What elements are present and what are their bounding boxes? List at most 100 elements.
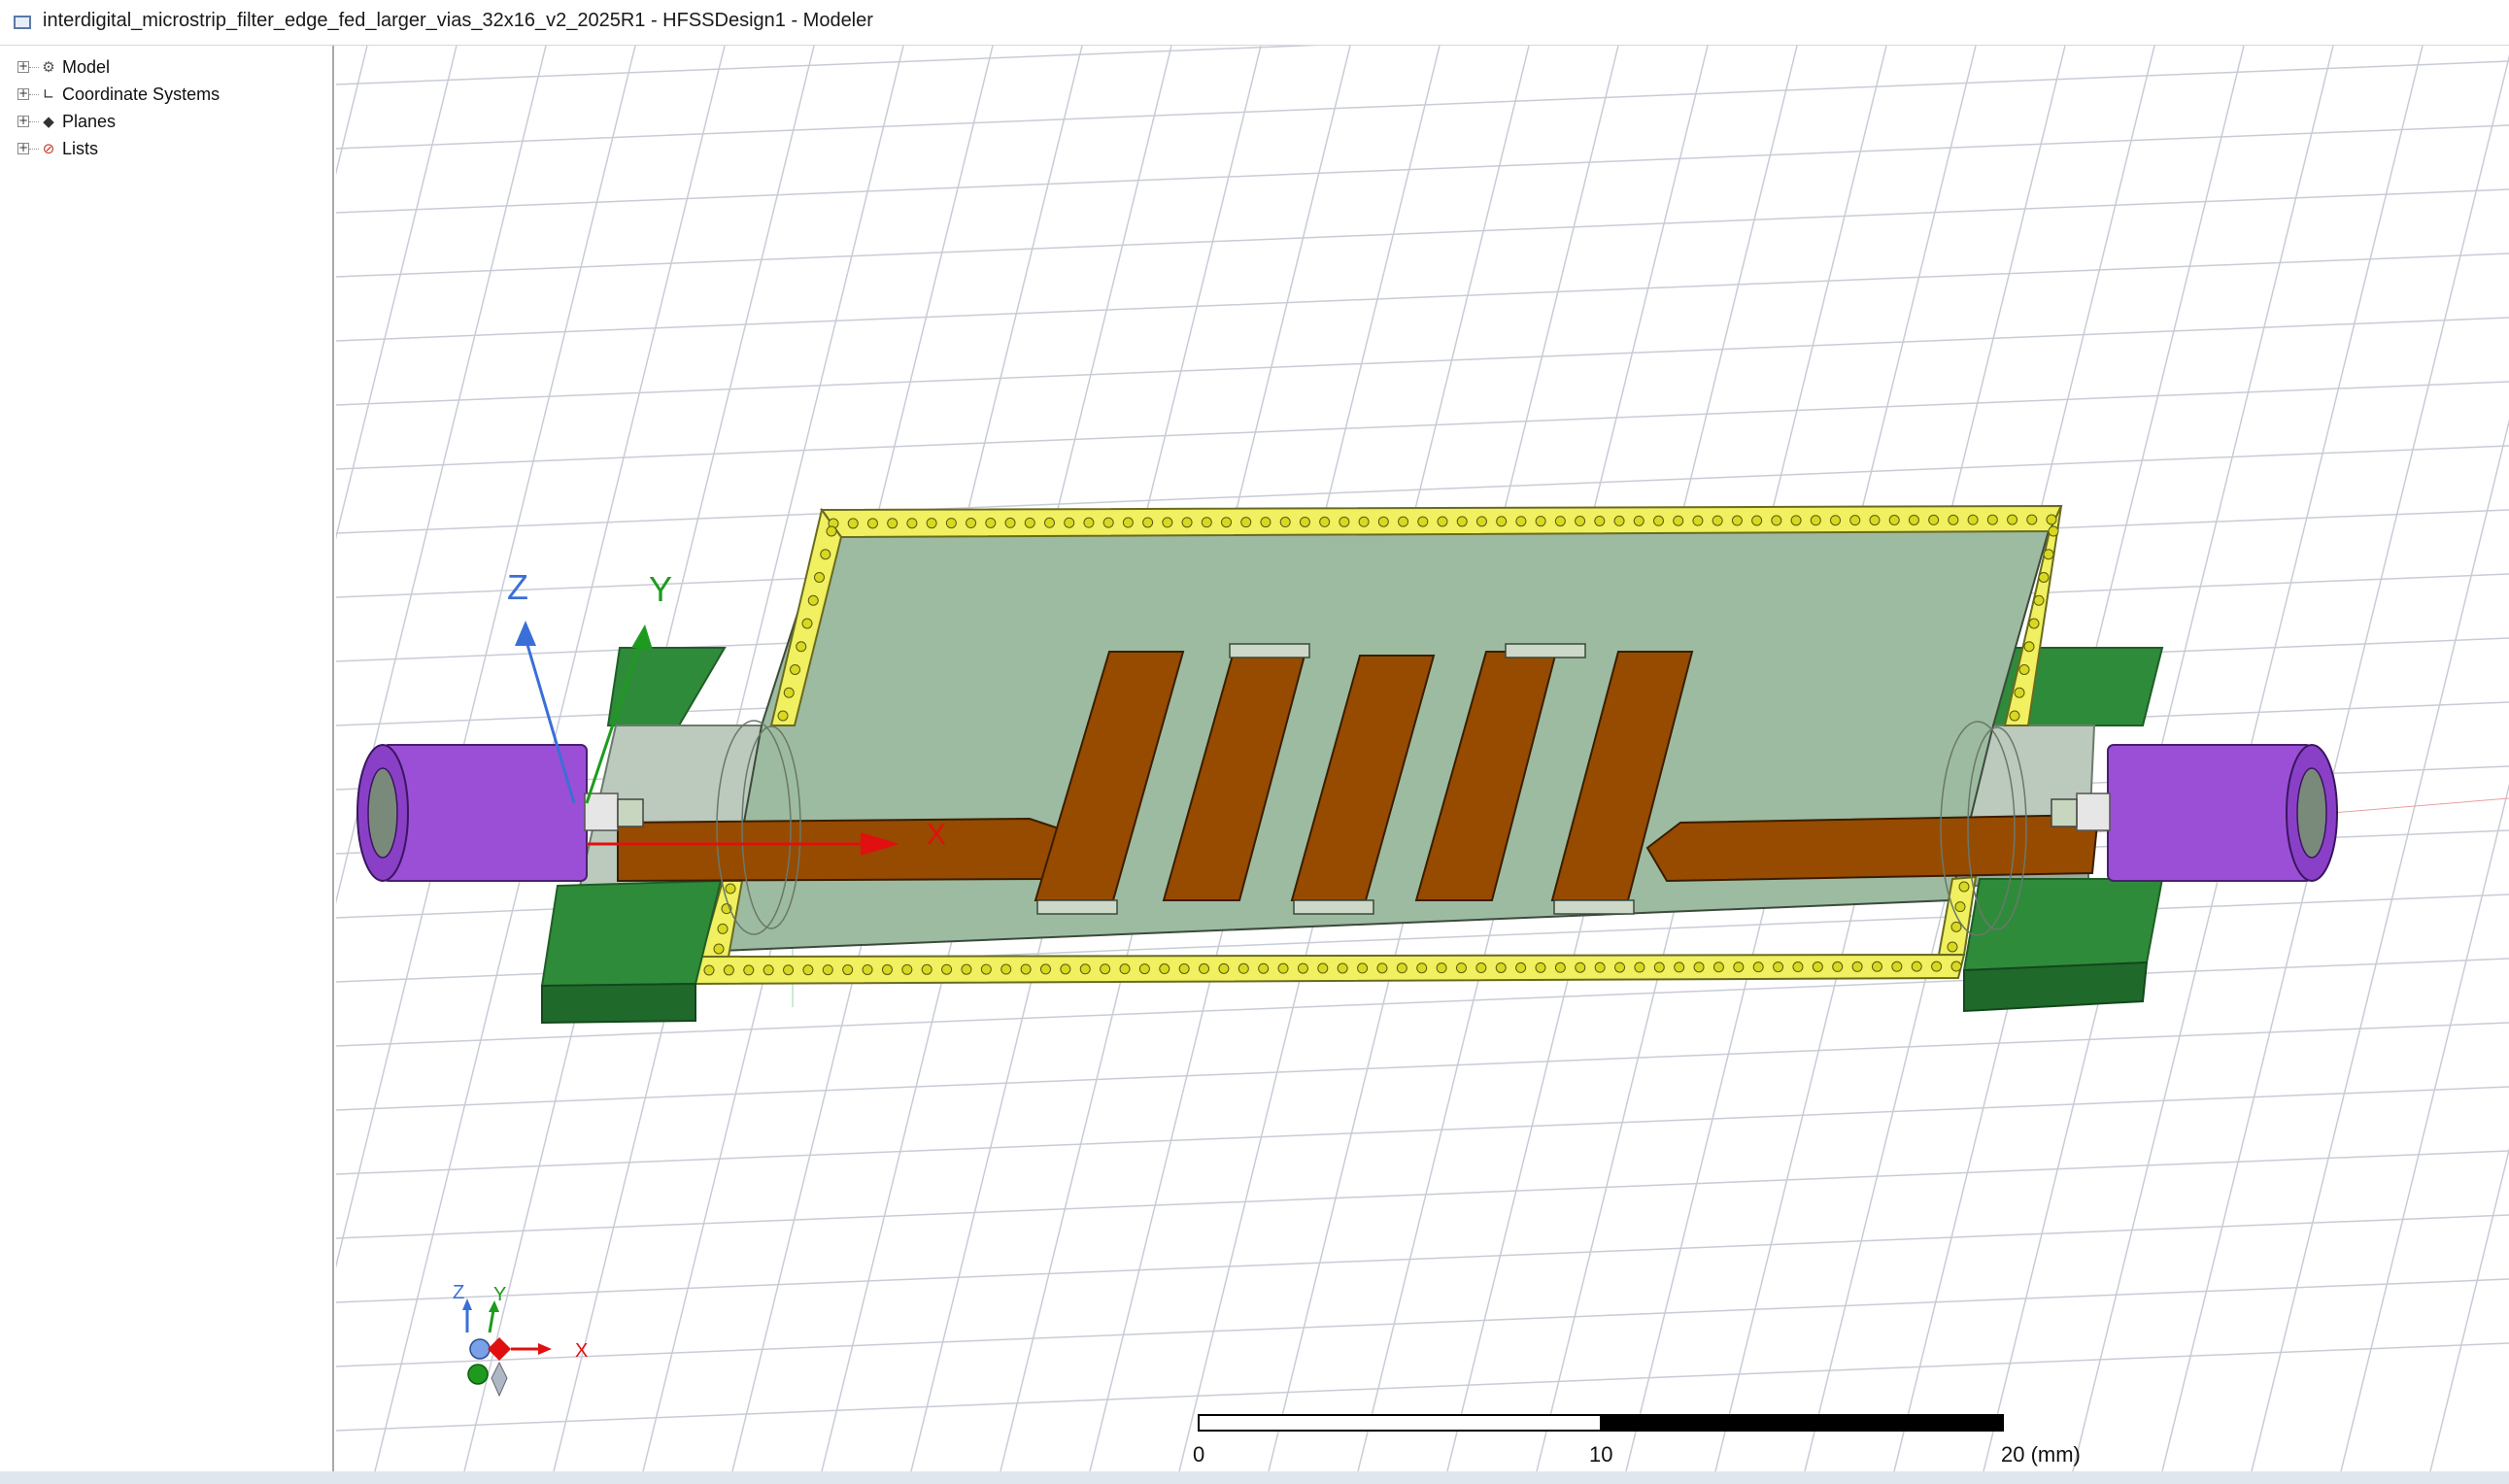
via-hole <box>2028 618 2040 629</box>
ground-pad-edge-right <box>1963 961 2149 1013</box>
expand-icon[interactable]: + <box>17 114 29 127</box>
via-hole <box>961 963 972 975</box>
via-hole <box>1398 516 1409 527</box>
via-hole <box>1201 517 1212 528</box>
connector-left-pin <box>367 767 398 859</box>
via-hole <box>847 518 859 529</box>
connector-left-dielectric <box>584 793 619 831</box>
port-circle-left-outer <box>716 720 792 935</box>
grid-line-horizontal <box>336 1150 2509 1239</box>
expand-icon[interactable]: + <box>17 86 29 100</box>
port-circle-left-inner <box>741 725 801 929</box>
tree-item-coordinate-systems[interactable]: + ∟ Coordinate Systems <box>0 83 321 108</box>
via-hole <box>1004 517 1016 528</box>
expand-icon[interactable]: + <box>17 59 29 73</box>
via-hole <box>1954 901 1966 913</box>
tree-item-planes[interactable]: + ◆ Planes <box>0 110 321 135</box>
via-hole <box>1911 961 1922 972</box>
tree-item-label: Model <box>62 57 111 77</box>
via-hole <box>1594 515 1606 526</box>
ruler-white-segment <box>1198 1414 1602 1432</box>
via-hole <box>980 963 992 975</box>
via-hole <box>1535 961 1546 973</box>
via-hole <box>1948 514 1959 525</box>
resonator-via-cap <box>1293 899 1374 915</box>
via-hole <box>1871 961 1882 972</box>
via-hole <box>1455 962 1467 974</box>
grid-line-horizontal <box>336 381 2509 470</box>
via-holes <box>703 514 2059 976</box>
via-hole <box>814 572 825 583</box>
via-hole <box>820 549 831 560</box>
tree-item-lists[interactable]: + ⊘ Lists <box>0 137 321 162</box>
ruler-tick-20: 20 (mm) <box>2001 1442 2081 1467</box>
global-x-label: X <box>927 819 946 851</box>
via-hole <box>1674 961 1685 973</box>
via-hole <box>866 518 878 529</box>
via-hole <box>1377 516 1389 527</box>
via-hole <box>1357 962 1369 974</box>
via-hole <box>1100 963 1111 975</box>
via-hole <box>1594 961 1606 973</box>
via-hole <box>783 964 795 976</box>
via-hole <box>1475 516 1487 527</box>
model-icon: ⚙ <box>42 58 55 76</box>
via-hole <box>1119 963 1131 975</box>
via-hole <box>1416 962 1428 974</box>
ruler-tick-0: 0 <box>1193 1442 1204 1467</box>
via-hole <box>801 618 813 629</box>
via-hole <box>1790 515 1802 526</box>
connector-right-body <box>2107 744 2313 882</box>
triad-y-arrow <box>489 1300 499 1312</box>
grid-line-vertical <box>2161 54 2509 1471</box>
via-hole <box>1102 517 1114 528</box>
via-hole <box>1199 962 1210 974</box>
via-hole <box>1258 962 1270 974</box>
grid-line-horizontal <box>336 317 2509 406</box>
resonator-via-cap <box>1036 899 1118 915</box>
via-hole <box>802 964 814 976</box>
via-hole <box>1554 961 1566 973</box>
via-hole <box>1830 515 1842 526</box>
via-hole <box>1613 515 1625 526</box>
grid-line-horizontal <box>336 1278 2509 1367</box>
global-y-label: Y <box>649 569 672 609</box>
via-hole <box>1849 515 1861 526</box>
tree-connector <box>29 149 39 150</box>
orientation-triad[interactable]: Z Y X <box>453 1282 588 1398</box>
planes-icon: ◆ <box>43 113 54 130</box>
via-hole <box>881 963 893 975</box>
via-hole <box>921 963 932 975</box>
via-hole <box>2046 514 2057 525</box>
via-hole <box>1181 517 1193 528</box>
via-hole <box>1221 517 1233 528</box>
via-hole <box>1240 517 1252 528</box>
via-hole <box>2048 525 2059 537</box>
via-hole <box>1950 961 1962 972</box>
lists-icon: ⊘ <box>42 140 55 157</box>
via-hole <box>1064 517 1075 528</box>
via-hole <box>1358 516 1370 527</box>
via-hole <box>1693 961 1705 973</box>
modeler-3d-viewport[interactable]: Z Y X Z Y X 0 10 20 (mm) <box>336 46 2509 1471</box>
ruler-tick-10: 10 <box>1589 1442 1612 1467</box>
via-hole <box>1888 515 1900 526</box>
grid-line-vertical <box>2251 419 2509 1471</box>
global-z-axis <box>524 637 576 804</box>
via-hole <box>842 964 854 976</box>
tree-item-model[interactable]: + ⚙ Model <box>0 55 321 81</box>
via-hole <box>717 923 729 934</box>
via-hole <box>790 664 800 675</box>
via-hole <box>945 518 957 529</box>
status-bar <box>0 1471 2509 1484</box>
via-hole <box>783 687 795 698</box>
triad-y-ball <box>467 1364 489 1385</box>
via-hole <box>985 517 997 528</box>
triad-x-ball <box>488 1337 511 1361</box>
via-hole <box>1178 962 1190 974</box>
via-hole <box>1891 961 1903 972</box>
grid-line-vertical <box>2429 1147 2509 1471</box>
via-hole <box>1614 961 1626 973</box>
grid-line-vertical <box>336 46 458 540</box>
expand-icon[interactable]: + <box>17 141 29 154</box>
